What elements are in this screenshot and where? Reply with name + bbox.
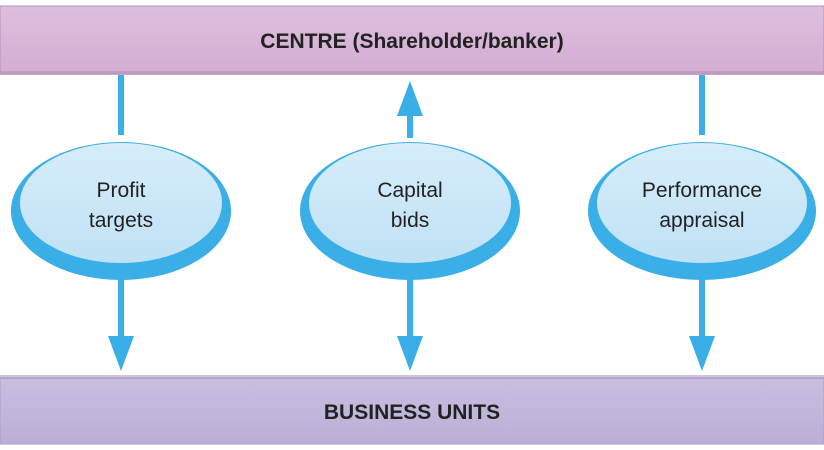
profit-targets-line-upper [118, 75, 124, 135]
node-profit-targets-line2: targets [89, 209, 153, 232]
profit-targets-arrow-down [108, 336, 134, 371]
business-units-bar: BUSINESS UNITS [0, 375, 824, 445]
capital-bids-arrow-up [397, 81, 423, 116]
node-performance-appraisal: Performance appraisal [588, 142, 816, 280]
node-capital-bids-line1: Capital [377, 179, 442, 202]
node-capital-bids: Capital bids [300, 142, 520, 280]
node-capital-bids-line2: bids [391, 209, 430, 232]
performance-appraisal-connector [689, 75, 715, 371]
capital-bids-line-lower [407, 278, 413, 340]
performance-appraisal-arrow-down [689, 336, 715, 371]
profit-targets-line-lower [118, 278, 124, 340]
profit-targets-connector [108, 75, 134, 371]
business-units-bar-label: BUSINESS UNITS [324, 401, 500, 424]
node-performance-appraisal-line2: appraisal [659, 209, 744, 232]
capital-bids-line-upper [407, 112, 413, 138]
performance-appraisal-line-lower [699, 278, 705, 340]
node-profit-targets: Profit targets [11, 142, 231, 280]
capital-bids-arrow-down [397, 336, 423, 371]
performance-appraisal-line-upper [699, 75, 705, 135]
node-profit-targets-line1: Profit [96, 179, 145, 202]
node-performance-appraisal-line1: Performance [642, 179, 762, 202]
capital-bids-connector [397, 81, 423, 371]
centre-bar-label: CENTRE (Shareholder/banker) [260, 30, 563, 53]
centre-bar: CENTRE (Shareholder/banker) [0, 5, 824, 75]
